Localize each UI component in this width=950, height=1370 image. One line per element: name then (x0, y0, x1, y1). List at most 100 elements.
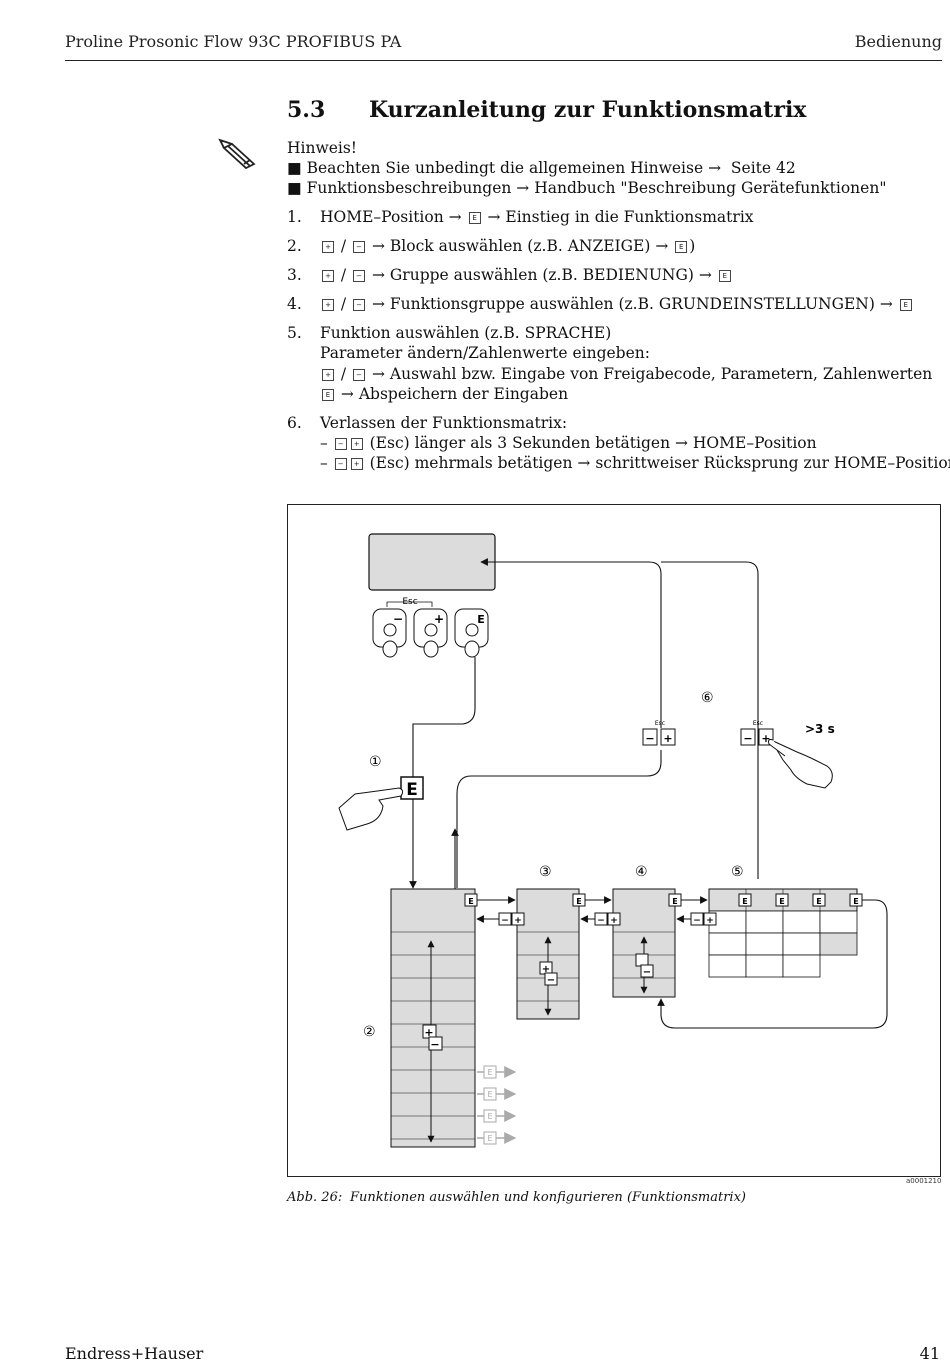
step-6-line-1: Verlassen der Funktionsmatrix: (320, 414, 568, 432)
step-5-line-4: E → Abspeichern der Eingaben (320, 384, 568, 404)
svg-text:−: − (501, 916, 509, 926)
step-2-number: 2. (287, 237, 302, 255)
svg-text:−: − (693, 916, 701, 926)
header-left: Proline Prosonic Flow 93C PROFIBUS PA (65, 32, 402, 51)
enter-key-icon: E (899, 299, 912, 311)
callout-2: ② (363, 1024, 376, 1040)
plus-key-icon: + (350, 458, 363, 470)
svg-text:E: E (487, 1112, 492, 1121)
svg-text:E: E (468, 897, 473, 906)
svg-text:E: E (779, 897, 784, 906)
svg-text:−: − (645, 732, 654, 745)
svg-text:E: E (816, 897, 821, 906)
svg-text:+: + (424, 1026, 433, 1039)
section-title: Kurzanleitung zur Funktionsmatrix (369, 97, 807, 123)
step-5-line-2: Parameter ändern/Zahlenwerte eingeben: (320, 344, 650, 362)
navigation-arrows: E E E − + − + − + E E E E (464, 893, 888, 1029)
callout-5: ⑤ (731, 864, 744, 880)
svg-text:+: + (663, 732, 672, 745)
figure-frame (287, 504, 941, 1177)
svg-text:E: E (487, 1068, 492, 1077)
svg-text:−: − (743, 732, 752, 745)
svg-text:+: + (610, 916, 618, 926)
function-matrix-diagram: Esc − + E Esc − + Esc − + >3 s E ① ② ③ ④… (338, 533, 888, 1148)
svg-text:−: − (547, 975, 555, 986)
enter-press-hand: E (338, 776, 424, 831)
esc-label: Esc (402, 597, 417, 607)
plus-key-icon: + (322, 270, 334, 282)
minus-key-icon: − (353, 369, 366, 381)
step-1-text: HOME–Position → E → Einstieg in die Funk… (320, 208, 754, 226)
minus-key-icon: − (334, 438, 347, 450)
enter-key-icon: E (675, 241, 688, 253)
svg-text:+: + (542, 964, 550, 975)
step-5-number: 5. (287, 324, 302, 342)
header-right: Bedienung (854, 32, 942, 51)
step-5-line-1: Funktion auswählen (z.B. SPRACHE) (320, 324, 612, 342)
svg-text:+: + (761, 732, 770, 745)
figure-caption-label: Abb. 26: (287, 1190, 343, 1205)
function-group-column: − (612, 888, 676, 998)
step-3-number: 3. (287, 266, 302, 284)
group-column: + − (516, 888, 580, 1020)
plus-key-label: + (434, 612, 444, 626)
note-bullet-1: ■ Beachten Sie unbedingt die allgemeinen… (287, 159, 796, 177)
svg-text:E: E (672, 897, 677, 906)
note-bullet-2: ■ Funktionsbeschreibungen → Handbuch "Be… (287, 179, 887, 197)
esc-keys-long: Esc − + (740, 720, 774, 746)
plus-key-icon: + (322, 299, 334, 311)
step-6-number: 6. (287, 414, 302, 432)
callout-4: ④ (635, 864, 648, 880)
finger-hand-icon (768, 738, 833, 789)
svg-text:E: E (487, 1134, 492, 1143)
footer-left: Endress+Hauser (65, 1344, 204, 1363)
operating-keys: Esc − + E (372, 597, 489, 658)
callout-1: ① (369, 754, 382, 770)
step-1-number: 1. (287, 208, 302, 226)
step-6-line-2: – −+ (Esc) länger als 3 Sekunden betätig… (320, 434, 817, 452)
hold-duration-label: >3 s (805, 722, 835, 736)
svg-text:E: E (487, 1090, 492, 1099)
step-5-line-3: + / − → Auswahl bzw. Eingabe von Freigab… (320, 364, 932, 384)
svg-text:Esc: Esc (655, 720, 665, 727)
esc-keys-short: Esc − + (642, 720, 676, 746)
svg-text:E: E (742, 897, 747, 906)
minus-key-icon: − (334, 458, 347, 470)
section-number: 5.3 (287, 97, 326, 123)
step-2-text: + / − → Block auswählen (z.B. ANZEIGE) →… (320, 236, 695, 256)
header-rule (65, 60, 942, 61)
plus-key-icon: + (322, 241, 334, 253)
enter-key-icon: E (718, 270, 731, 282)
enter-key-icon: E (322, 389, 334, 401)
svg-text:−: − (430, 1038, 439, 1051)
inactive-enter-arrows: E E E E (477, 1065, 517, 1145)
callout-3: ③ (539, 864, 552, 880)
callout-6: ⑥ (701, 690, 714, 706)
page-number: 41 (919, 1344, 940, 1363)
svg-text:−: − (643, 967, 651, 978)
svg-text:E: E (853, 897, 858, 906)
svg-text:Esc: Esc (753, 720, 763, 727)
display-screen (368, 533, 496, 591)
svg-text:E: E (406, 780, 418, 800)
block-column: + − (390, 888, 476, 1148)
note-label: Hinweis! (287, 139, 358, 157)
step-6-line-3: – −+ (Esc) mehrmals betätigen → schrittw… (320, 454, 950, 472)
minus-key-label: − (393, 612, 403, 626)
step-4-number: 4. (287, 295, 302, 313)
minus-key-icon: − (353, 270, 366, 282)
minus-key-icon: − (353, 241, 366, 253)
pencil-icon (218, 138, 256, 170)
enter-key-label: E (477, 613, 485, 626)
figure-caption-text: Funktionen auswählen und konfigurieren (… (350, 1190, 746, 1205)
plus-key-icon: + (322, 369, 334, 381)
enter-key-icon: E (468, 212, 481, 224)
svg-text:E: E (576, 897, 581, 906)
svg-text:−: − (597, 916, 605, 926)
minus-key-icon: − (353, 299, 366, 311)
plus-key-icon: + (350, 438, 363, 450)
step-4-text: + / − → Funktionsgruppe auswählen (z.B. … (320, 294, 914, 314)
svg-text:+: + (706, 916, 714, 926)
figure-id: a0001210 (906, 1177, 942, 1185)
svg-text:+: + (514, 916, 522, 926)
